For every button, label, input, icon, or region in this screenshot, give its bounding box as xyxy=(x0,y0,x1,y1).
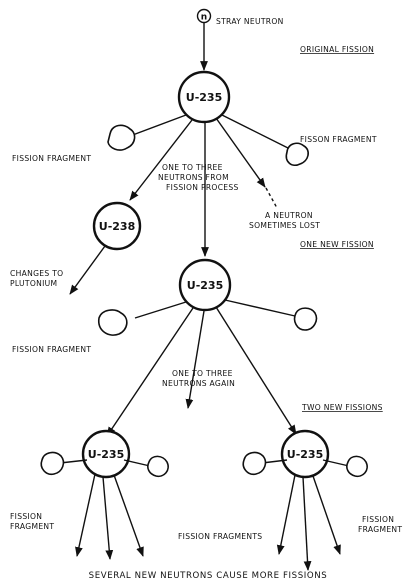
neutrons-again-label: ONE TO THREE NEUTRONS AGAIN xyxy=(162,369,235,388)
node-u238: U-238 xyxy=(94,203,140,249)
fission-fragment-br-line-1: FISSION xyxy=(362,515,394,524)
node-u235-right: U-235 xyxy=(282,431,328,477)
neutron-bl-3 xyxy=(114,475,143,556)
fission-fragment-blob-left xyxy=(108,125,135,150)
original-fission-heading: ORIGINAL FISSION xyxy=(300,45,374,54)
bottom-caption: SEVERAL NEW NEUTRONS CAUSE MORE FISSIONS xyxy=(89,571,328,581)
neutron-lost-label: A NEUTRON SOMETIMES LOST xyxy=(249,211,320,230)
line-to-fragment-right xyxy=(222,115,288,148)
node-u235-mid: U-235 xyxy=(180,260,230,310)
neutrons-again-line-2: NEUTRONS AGAIN xyxy=(162,379,235,388)
fission-fragment-blob-br-left xyxy=(243,453,265,475)
fission-fragment-bl-line-1: FISSION xyxy=(10,512,42,521)
fission-fragment-bl-label: FISSION FRAGMENT xyxy=(10,512,54,531)
fission-fragment-bl-line-2: FRAGMENT xyxy=(10,522,54,531)
fission-fragment-br-line-2: FRAGMENT xyxy=(358,525,402,534)
fission-fragment-blob-mid-right xyxy=(295,308,317,330)
fission-fragment-blob-mid-left xyxy=(99,310,127,335)
line-to-fragment-mid-right xyxy=(225,300,295,316)
u235-mid-label: U-235 xyxy=(187,279,223,292)
fission-fragment-blob-bl-right xyxy=(148,456,168,476)
changes-to-plutonium-label: CHANGES TO PLUTONIUM xyxy=(10,269,66,288)
neutrons-from-fission-label: ONE TO THREE NEUTRONS FROM FISSION PROCE… xyxy=(158,163,239,192)
neutron-lost-line-1: A NEUTRON xyxy=(265,211,313,220)
neutron-bl-2 xyxy=(103,477,110,559)
line-to-fragment-mid-left xyxy=(135,302,186,318)
line-to-fragment-left xyxy=(130,115,186,136)
neutron-bl-1 xyxy=(77,474,95,556)
two-new-fissions-heading: TWO NEW FISSIONS xyxy=(301,403,383,412)
node-u235-top: U-235 xyxy=(179,72,229,122)
neutron-down xyxy=(188,311,204,408)
fission-fragment-mid-label: FISSION FRAGMENT xyxy=(12,345,91,354)
fission-fragments-mid-label: FISSION FRAGMENTS xyxy=(178,532,262,541)
fission-fragment-br-label: FISSION FRAGMENT xyxy=(358,515,402,534)
neutron-lost-dashed xyxy=(266,188,277,208)
u235-left-label: U-235 xyxy=(88,448,124,461)
u235-right-label: U-235 xyxy=(287,448,323,461)
plutonium-line-2: PLUTONIUM xyxy=(10,279,57,288)
neutrons-from-fission-line-3: FISSION PROCESS xyxy=(166,183,239,192)
neutron-br-3 xyxy=(313,476,340,554)
u238-label: U-238 xyxy=(99,220,135,233)
neutron-br-2 xyxy=(303,477,308,570)
fission-fragment-blob-bl-left xyxy=(41,453,63,475)
fission-fragment-left-label: FISSION FRAGMENT xyxy=(12,154,91,163)
u235-top-label: U-235 xyxy=(186,91,222,104)
neutrons-again-line-1: ONE TO THREE xyxy=(172,369,233,378)
neutron-symbol: n xyxy=(201,13,207,23)
one-new-fission-heading: ONE NEW FISSION xyxy=(300,240,374,249)
fission-fragment-blob-br-right xyxy=(347,456,367,476)
neutrons-from-fission-line-2: NEUTRONS FROM xyxy=(158,173,229,182)
arrow-u238-to-plutonium xyxy=(70,246,105,294)
node-u235-left: U-235 xyxy=(83,431,129,477)
neutron-br-1 xyxy=(279,475,295,554)
stray-neutron-label: STRAY NEUTRON xyxy=(216,17,284,26)
fisson-fragment-right-label: FISSON FRAGMENT xyxy=(300,135,377,144)
neutrons-from-fission-line-1: ONE TO THREE xyxy=(162,163,223,172)
fission-fragment-blob-right xyxy=(286,143,308,165)
stray-neutron: n xyxy=(198,10,211,23)
plutonium-line-1: CHANGES TO xyxy=(10,269,63,278)
neutron-lost-line-2: SOMETIMES LOST xyxy=(249,221,320,230)
